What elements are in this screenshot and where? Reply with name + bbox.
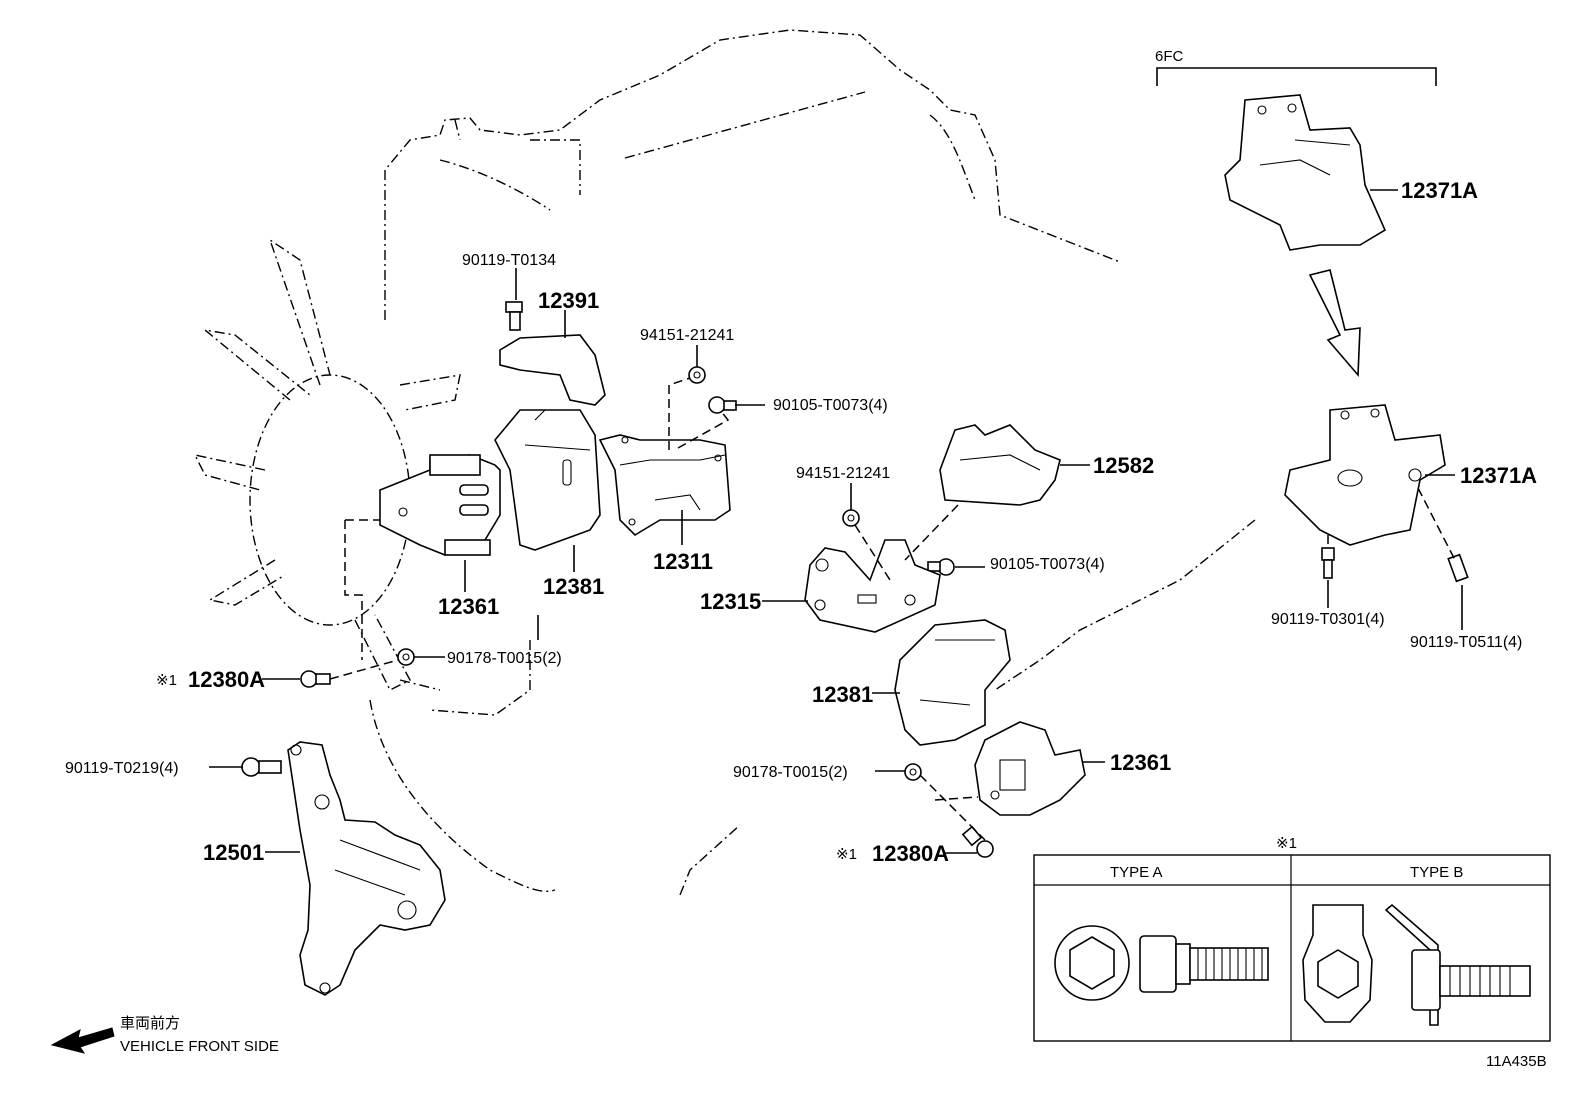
- engine-mount-12371A-top: [1224, 94, 1387, 251]
- nut-90178-T0015-right-icon: [904, 763, 922, 781]
- cooling-fan-outline: [193, 238, 461, 691]
- label-90178-T0015-right: 90178-T0015(2): [733, 764, 848, 781]
- label-12380A-right: 12380A: [872, 841, 949, 866]
- engine-mount-bracket-12381-left: [494, 409, 601, 551]
- label-12381-right: 12381: [812, 682, 873, 707]
- engine-mount-12371A-mid: [1284, 404, 1446, 546]
- label-6fc: 6FC: [1155, 48, 1184, 65]
- type-b-bolt-side-icon: [1384, 903, 1531, 1026]
- label-12311: 12311: [653, 549, 713, 574]
- engine-outline: [369, 29, 1256, 896]
- label-90119-T0511: 90119-T0511(4): [1410, 634, 1522, 651]
- bolt-12380A-right-icon: [961, 825, 994, 858]
- label-12501: 12501: [203, 840, 264, 865]
- bolt-90119-T0301-icon: [1321, 547, 1335, 579]
- label-90105-T0073-top: 90105-T0073(4): [773, 397, 888, 414]
- engine-mounting-bracket-12501: [287, 741, 446, 996]
- engine-mount-insulator-12361-right: [974, 721, 1086, 816]
- ref-mark-left: ※1: [156, 672, 177, 689]
- ref-mark-right: ※1: [836, 846, 857, 863]
- label-90119-T0301: 90119-T0301(4): [1271, 611, 1385, 628]
- group-bracket-6fc: [1156, 67, 1437, 86]
- nut-94151-21241-mid-icon: [842, 509, 860, 527]
- label-90105-T0073-mid: 90105-T0073(4): [990, 556, 1105, 573]
- label-94151-21241-top: 94151-21241: [640, 327, 734, 344]
- label-12381-left: 12381: [543, 574, 604, 599]
- insulator-cover-12391: [499, 334, 606, 406]
- bolt-90119-T0511-icon: [1447, 553, 1469, 583]
- label-90119-T0219: 90119-T0219(4): [65, 760, 179, 777]
- label-12371A-mid: 12371A: [1460, 463, 1537, 488]
- engine-mounting-bracket-12311: [598, 434, 731, 537]
- label-12361-left: 12361: [438, 594, 499, 619]
- engine-mount-insulator-12361-left: [379, 454, 501, 556]
- label-90119-T0134: 90119-T0134: [462, 252, 556, 269]
- type-a-header: TYPE A: [1110, 864, 1163, 881]
- front-label-en: VEHICLE FRONT SIDE: [120, 1038, 279, 1055]
- label-12315: 12315: [700, 589, 761, 614]
- leader-lines: [209, 189, 1463, 854]
- assembly-dashed-lines: [329, 377, 1456, 841]
- vehicle-front-arrow-icon: [50, 1027, 115, 1054]
- bolt-90105-T0073-mid-icon: [927, 558, 955, 576]
- diagram-code: 11A435B: [1486, 1053, 1547, 1070]
- label-94151-21241-mid: 94151-21241: [796, 465, 890, 482]
- front-label-jp: 車両前方: [120, 1015, 180, 1032]
- label-12391: 12391: [538, 288, 599, 313]
- type-table-ref-mark: ※1: [1276, 835, 1297, 852]
- bolt-90119-T0134-icon: [505, 301, 523, 331]
- type-a-bolt-side-icon: [1139, 935, 1269, 993]
- nut-90178-T0015-left-icon: [397, 648, 415, 666]
- engine-mount-bracket-12381-right: [894, 619, 1011, 746]
- nut-94151-21241-top-icon: [688, 366, 706, 384]
- label-12582: 12582: [1093, 453, 1154, 478]
- engine-mounting-bracket-12315: [804, 539, 941, 633]
- type-b-header: TYPE B: [1410, 864, 1463, 881]
- type-table: ※1 TYPE A TYPE B: [1033, 835, 1551, 1042]
- heat-insulator-12582: [939, 424, 1061, 506]
- bolt-12380A-left-icon: [300, 670, 331, 688]
- label-12361-right: 12361: [1110, 750, 1171, 775]
- label-90178-T0015-left: 90178-T0015(2): [447, 650, 562, 667]
- label-12371A-top: 12371A: [1401, 178, 1478, 203]
- type-b-bolt-head-icon: [1302, 904, 1373, 1023]
- type-a-bolt-head-icon: [1054, 925, 1130, 1001]
- bolt-90119-T0219-icon: [241, 757, 282, 777]
- bolt-90105-T0073-top-icon: [708, 396, 737, 414]
- arrow-down-right-icon: [1308, 269, 1361, 378]
- label-12380A-left: 12380A: [188, 667, 265, 692]
